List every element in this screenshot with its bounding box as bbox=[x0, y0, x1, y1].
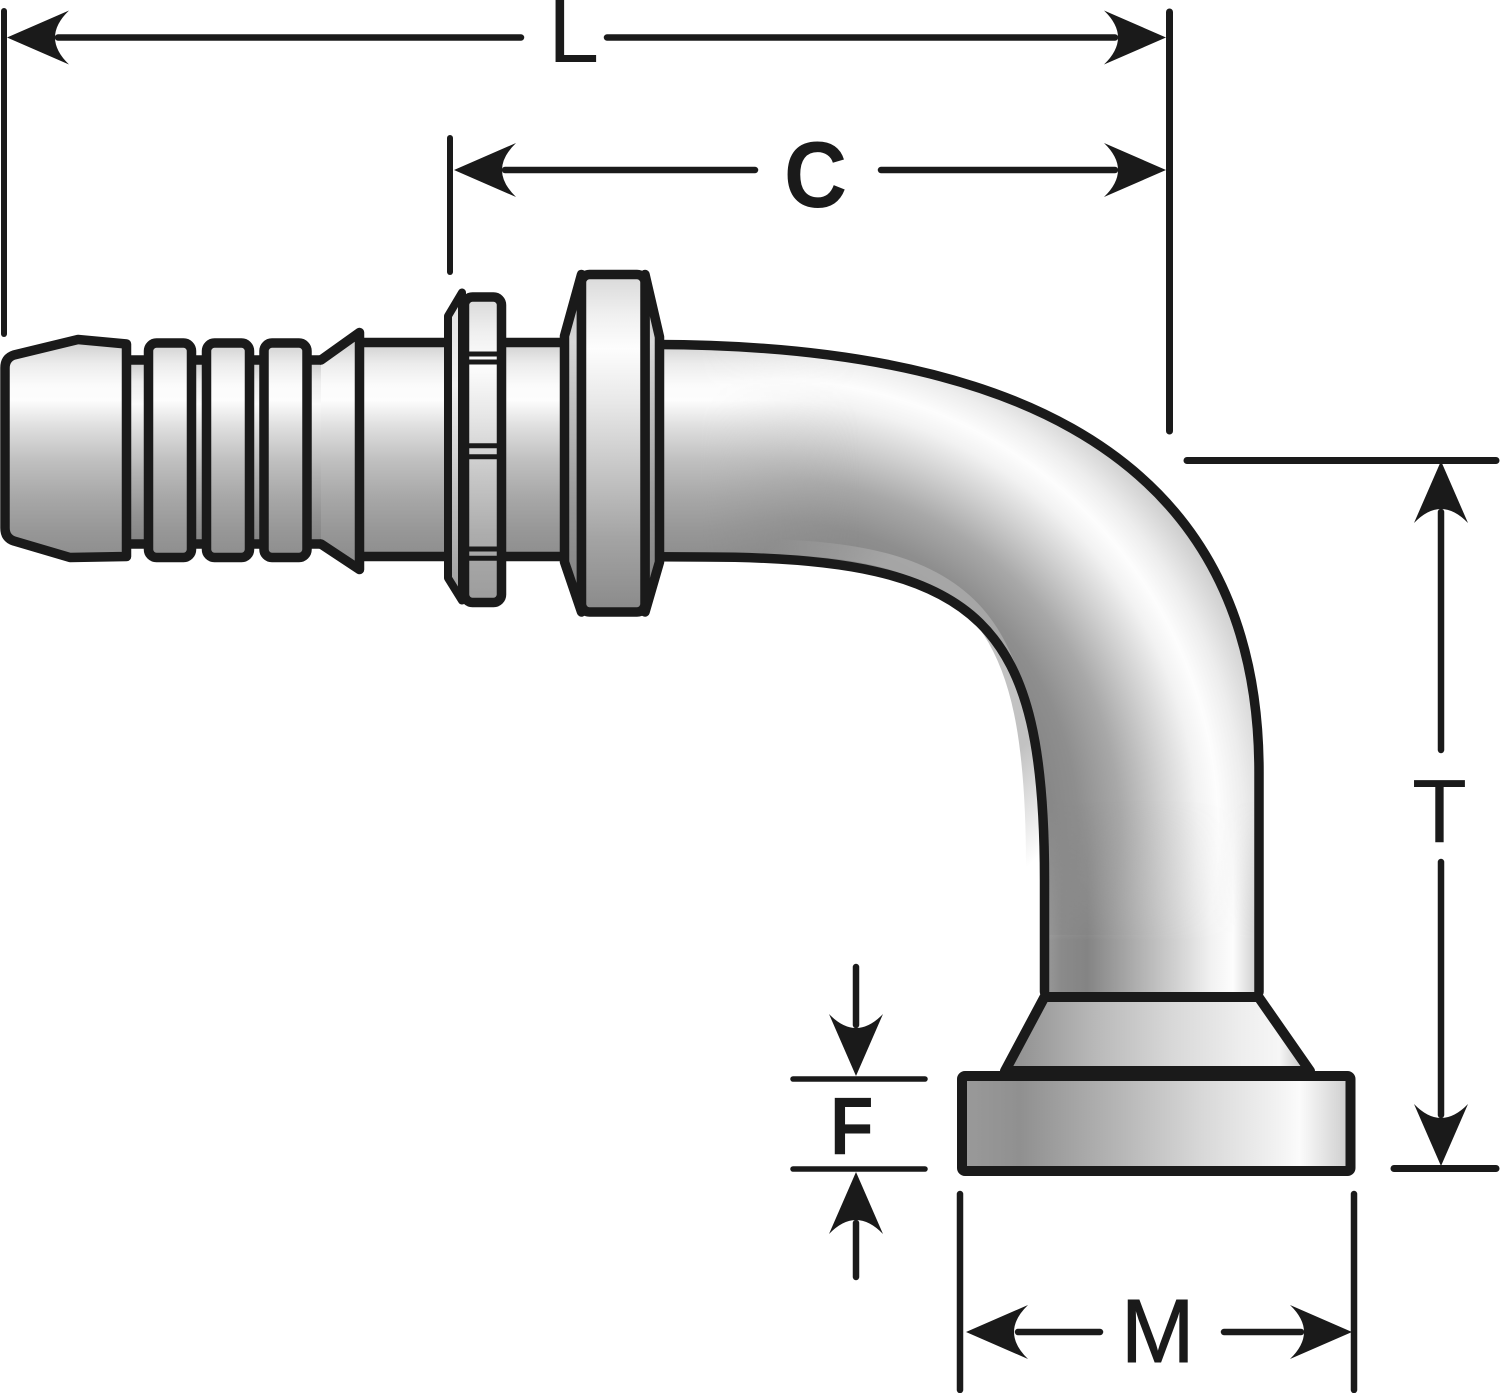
svg-text:C: C bbox=[784, 123, 847, 228]
svg-text:L: L bbox=[548, 0, 599, 82]
svg-text:M: M bbox=[1121, 1280, 1194, 1381]
svg-text:F: F bbox=[830, 1080, 874, 1172]
svg-text:T: T bbox=[1412, 762, 1467, 862]
